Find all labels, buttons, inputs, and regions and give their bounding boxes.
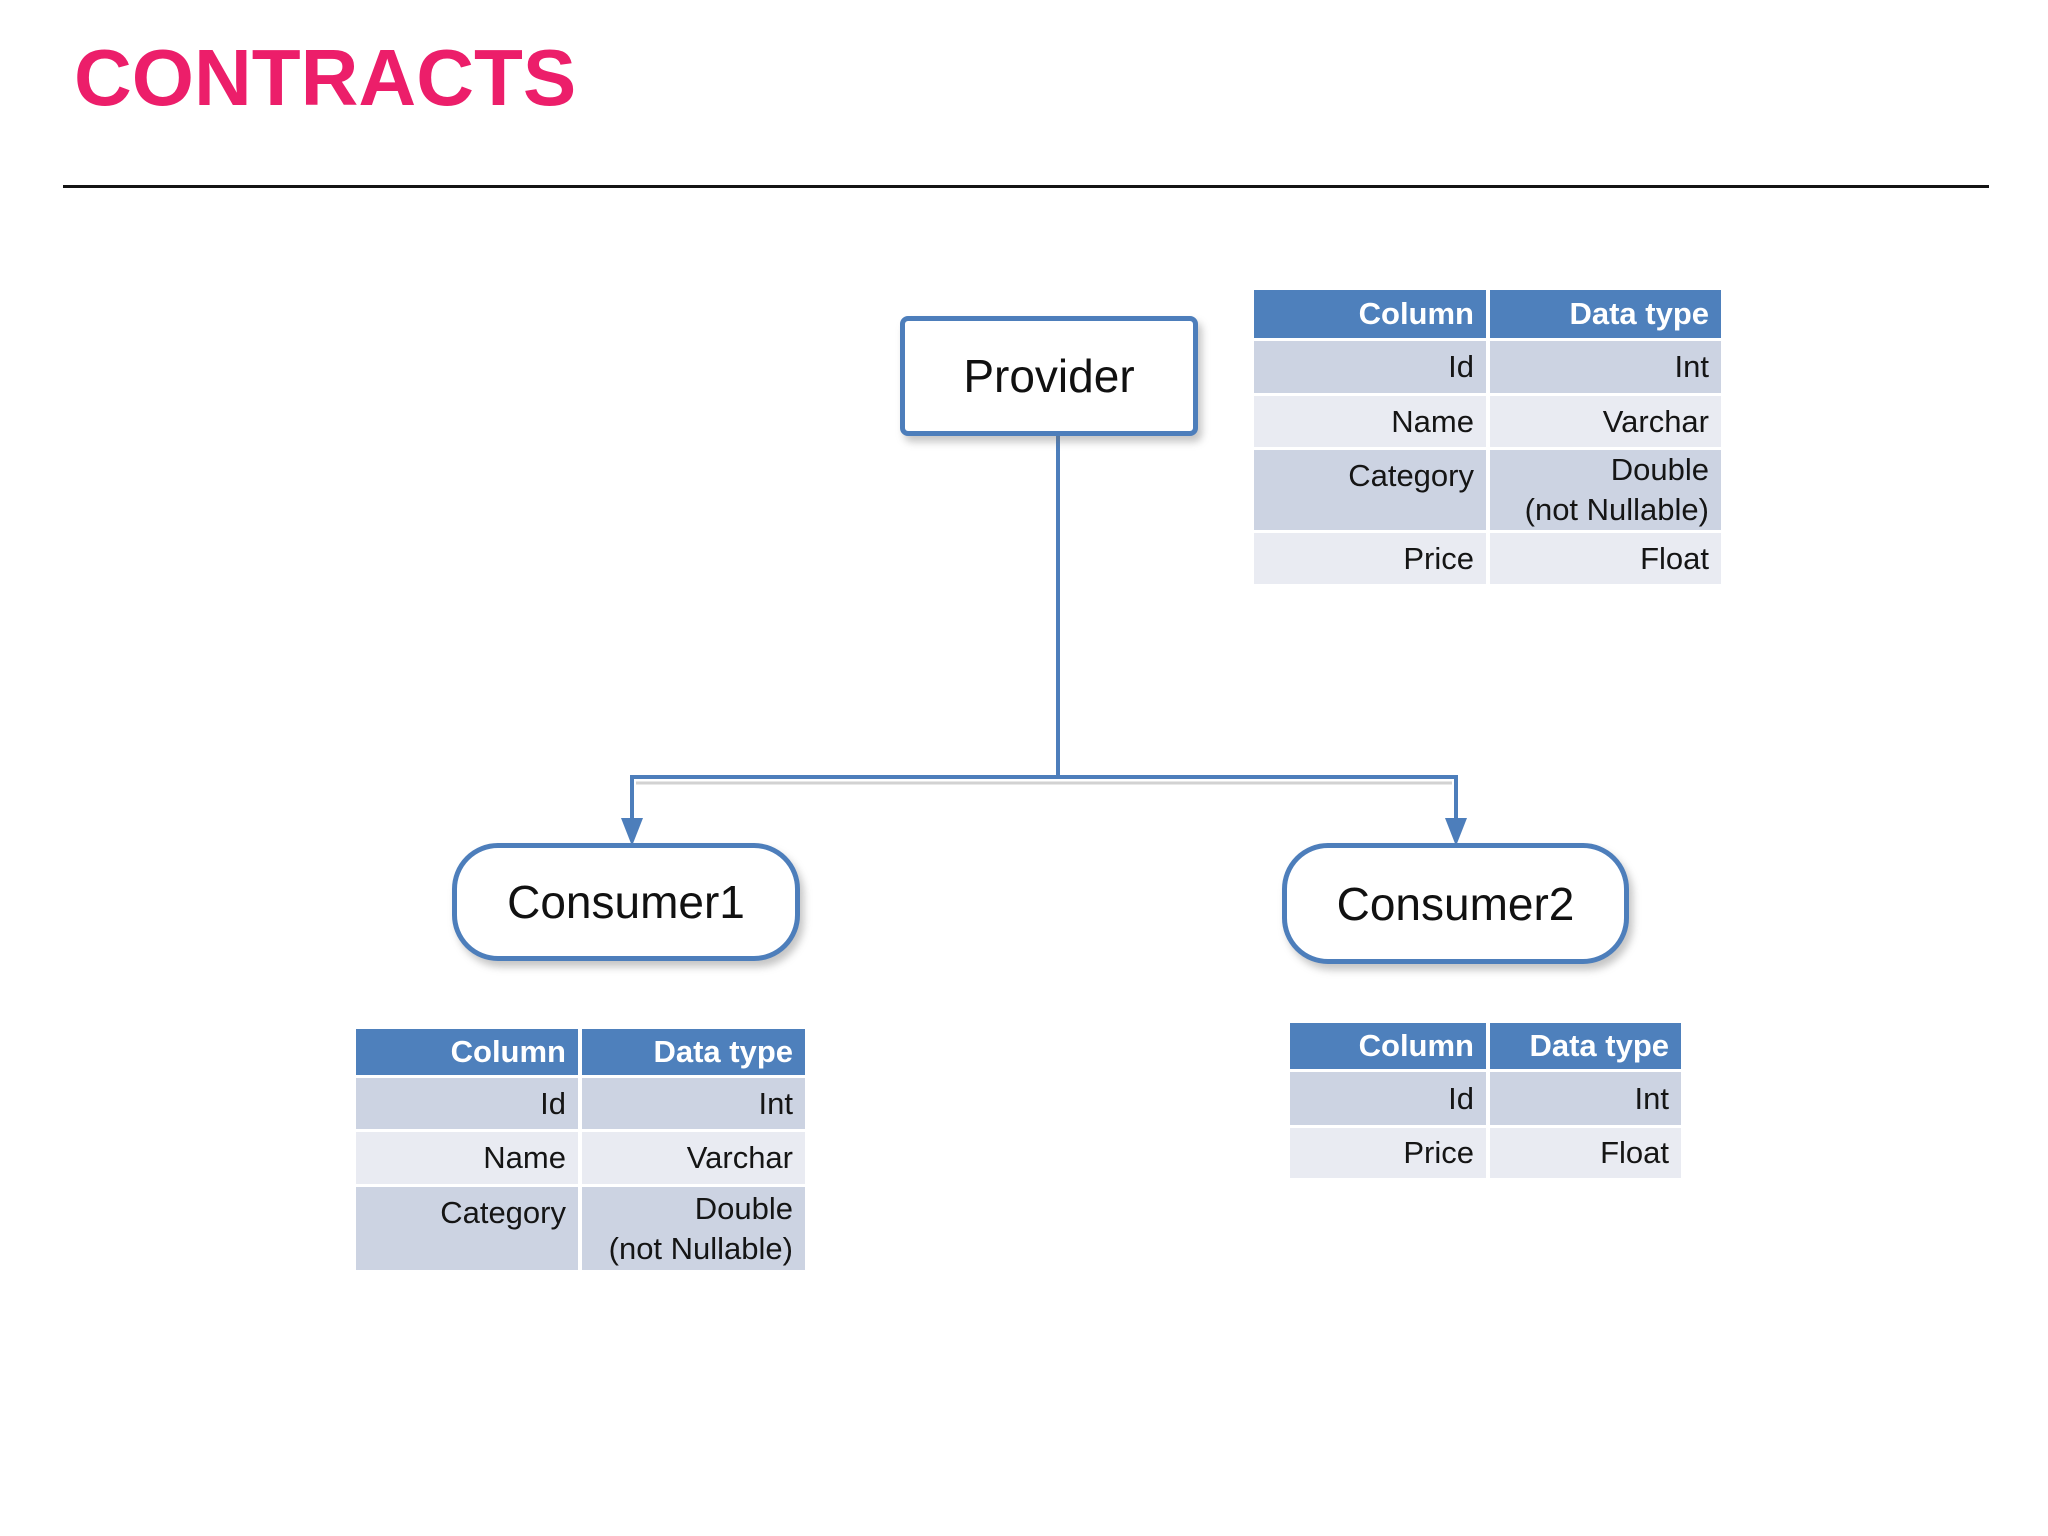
column-header: Column: [356, 1029, 578, 1075]
consumer1-node: Consumer1: [452, 843, 800, 961]
datatype-header: Data type: [582, 1029, 805, 1075]
table-row: Price Float: [1290, 1128, 1681, 1178]
table-cell: Double (not Nullable): [1490, 450, 1721, 530]
table-cell: Category: [356, 1187, 578, 1270]
table-cell: Id: [1254, 341, 1486, 393]
table-cell: Float: [1490, 533, 1721, 584]
table-row: Id Int: [356, 1078, 805, 1129]
consumer2-node: Consumer2: [1282, 843, 1629, 964]
table-cell: Int: [1490, 341, 1721, 393]
table-row: Price Float: [1254, 533, 1721, 584]
column-header: Column: [1254, 290, 1486, 338]
datatype-header: Data type: [1490, 290, 1721, 338]
consumer2-label: Consumer2: [1336, 877, 1575, 930]
table-row: Id Int: [1254, 341, 1721, 393]
table-cell: Float: [1490, 1128, 1681, 1178]
table-cell: Price: [1290, 1128, 1486, 1178]
table-cell: Varchar: [1490, 396, 1721, 447]
table-cell: Int: [582, 1078, 805, 1129]
title-divider: [63, 185, 1989, 188]
table-cell: Name: [356, 1132, 578, 1184]
table-header-row: Column Data type: [1290, 1023, 1681, 1069]
table-row: Category Double (not Nullable): [1254, 450, 1721, 530]
table-row: Category Double (not Nullable): [356, 1187, 805, 1270]
table-header-row: Column Data type: [1254, 290, 1721, 338]
provider-table: Column Data type Id Int Name Varchar Cat…: [1254, 290, 1721, 584]
provider-node: Provider: [900, 316, 1198, 436]
table-header-row: Column Data type: [356, 1029, 805, 1075]
table-cell: Id: [1290, 1072, 1486, 1125]
arrowhead-right-icon: [1445, 818, 1467, 846]
table-cell: Varchar: [582, 1132, 805, 1184]
table-row: Name Varchar: [356, 1132, 805, 1184]
table-cell: Price: [1254, 533, 1486, 584]
consumer1-label: Consumer1: [507, 876, 745, 928]
table-cell: Name: [1254, 396, 1486, 447]
datatype-header: Data type: [1490, 1023, 1681, 1069]
consumer1-table: Column Data type Id Int Name Varchar Cat…: [356, 1029, 805, 1270]
arrowhead-left-icon: [621, 818, 643, 846]
table-cell: Id: [356, 1078, 578, 1129]
column-header: Column: [1290, 1023, 1486, 1069]
table-row: Id Int: [1290, 1072, 1681, 1125]
table-row: Name Varchar: [1254, 396, 1721, 447]
table-cell: Category: [1254, 450, 1486, 530]
page-title: CONTRACTS: [74, 33, 577, 122]
consumer2-table: Column Data type Id Int Price Float: [1290, 1023, 1681, 1178]
table-cell: Double (not Nullable): [582, 1187, 805, 1270]
provider-label: Provider: [963, 350, 1135, 402]
table-cell: Int: [1490, 1072, 1681, 1125]
